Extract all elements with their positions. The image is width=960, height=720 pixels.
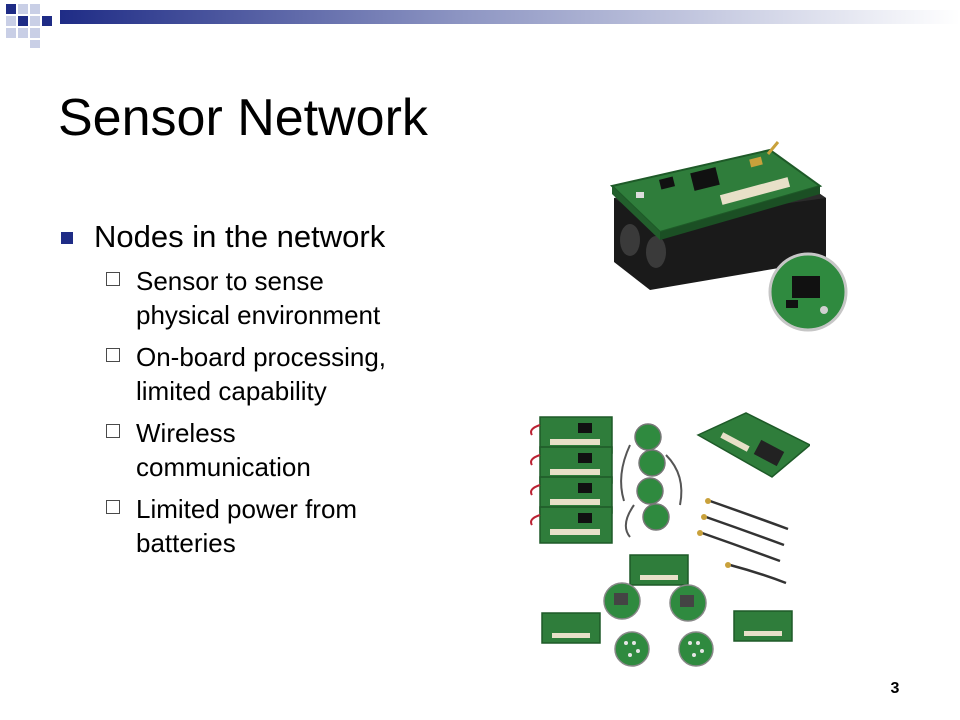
sub-bullet-line: Sensor to sense <box>136 266 324 296</box>
bullet-text: Nodes in the network <box>94 219 386 254</box>
hollow-square-bullet-icon <box>106 424 120 438</box>
hollow-square-bullet-icon <box>106 272 120 286</box>
sub-bullet-item: Limited power from batteries <box>58 492 478 560</box>
sub-bullet-line: batteries <box>136 528 236 558</box>
hollow-square-bullet-icon <box>106 500 120 514</box>
sensor-mote-photo <box>609 141 848 332</box>
sub-bullet-item: Sensor to sense physical environment <box>58 264 478 332</box>
sub-bullet-item: Wireless communication <box>58 416 478 484</box>
header-decoration <box>6 4 960 48</box>
sub-bullet-line: communication <box>136 452 311 482</box>
sub-bullet-item: On-board processing, limited capability <box>58 340 478 408</box>
sensor-boards-collection-photo <box>530 412 810 667</box>
page-number: 3 <box>890 680 900 697</box>
bullet-list: Nodes in the network Sensor to sense phy… <box>58 218 478 568</box>
square-bullet-icon <box>61 232 73 244</box>
bullet-item: Nodes in the network <box>58 218 478 256</box>
sub-bullet-line: limited capability <box>136 376 327 406</box>
sub-bullet-line: On-board processing, <box>136 342 387 372</box>
slide-title: Sensor Network <box>58 89 428 147</box>
hollow-square-bullet-icon <box>106 348 120 362</box>
sub-bullet-line: Limited power from <box>136 494 358 524</box>
sub-bullet-line: Wireless <box>136 418 236 448</box>
sub-bullet-line: physical environment <box>136 300 381 330</box>
